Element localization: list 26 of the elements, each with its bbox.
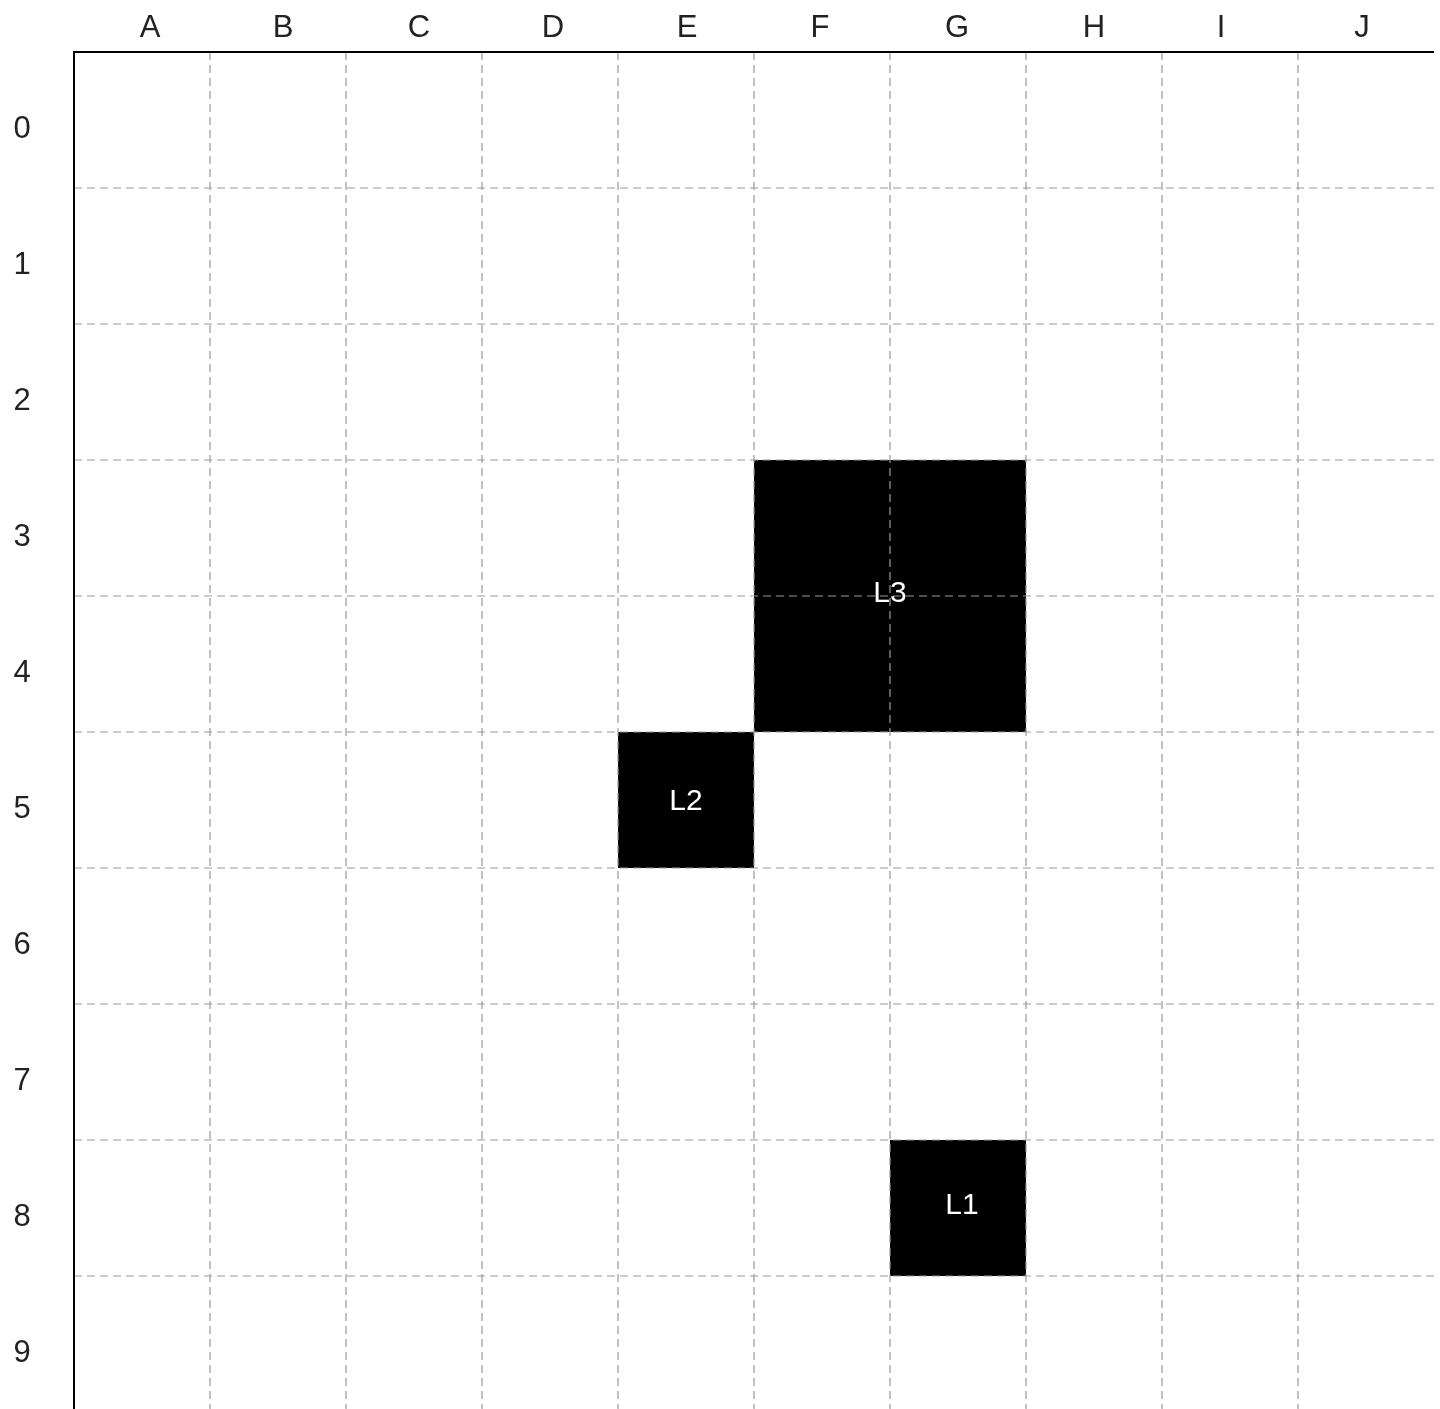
column-header: F (810, 9, 830, 45)
column-header: G (944, 9, 970, 45)
column-header: E (676, 9, 698, 45)
filled-cell-block (890, 1140, 1026, 1276)
column-header: D (541, 9, 565, 45)
row-header: 8 (13, 1198, 31, 1234)
row-header: 4 (13, 654, 31, 690)
column-header: C (407, 9, 431, 45)
row-header: 7 (13, 1062, 31, 1098)
column-header: J (1354, 9, 1370, 45)
row-header: 0 (13, 110, 31, 146)
row-header: 9 (13, 1334, 31, 1370)
block-label: L2 (669, 783, 703, 817)
row-header: 3 (13, 518, 31, 554)
column-header: I (1216, 9, 1226, 45)
filled-cell-block (754, 460, 1026, 732)
block-label: L3 (873, 575, 907, 609)
row-header: 5 (13, 790, 31, 826)
row-header: 6 (13, 926, 31, 962)
row-header: 1 (13, 246, 31, 282)
column-header: A (139, 9, 161, 45)
row-header: 2 (13, 382, 31, 418)
filled-cell-block (618, 732, 754, 868)
column-header: B (272, 9, 294, 45)
column-header: H (1082, 9, 1106, 45)
block-label: L1 (945, 1187, 979, 1221)
